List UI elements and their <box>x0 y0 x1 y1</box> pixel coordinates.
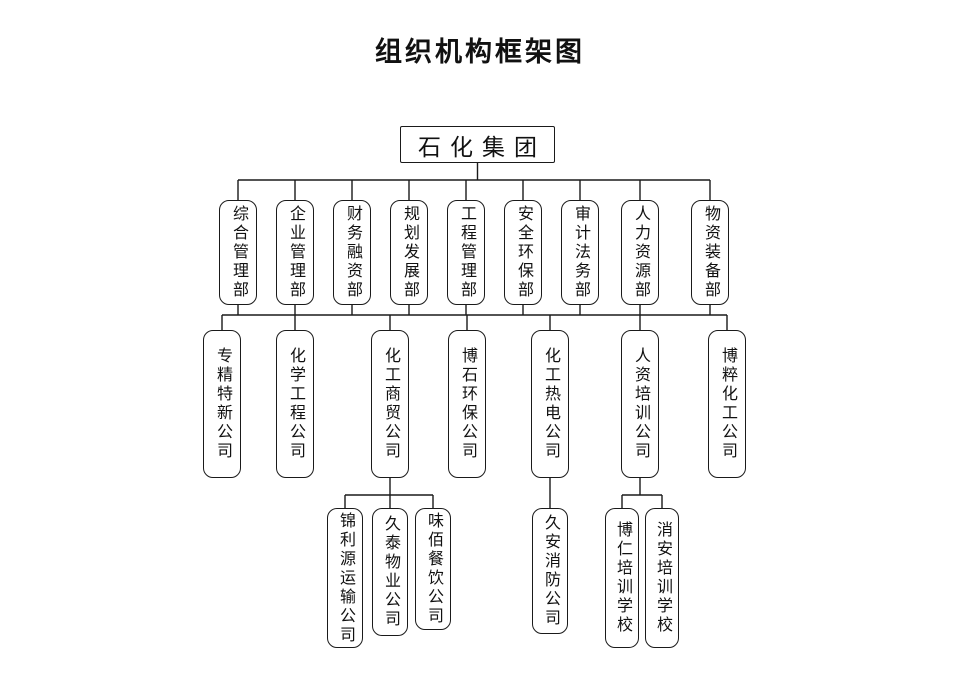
subsidiary-node-3: 味佰餐饮公司 <box>415 508 451 630</box>
subsidiary-node-2: 久泰物业公司 <box>372 508 408 636</box>
department-node-1: 综合管理部 <box>219 200 257 305</box>
company-node-6: 人资培训公司 <box>621 330 659 478</box>
department-node-6: 安全环保部 <box>504 200 542 305</box>
company-node-7: 博粹化工公司 <box>708 330 746 478</box>
company-node-4: 博石环保公司 <box>448 330 486 478</box>
page-title: 组织机构框架图 <box>375 37 585 67</box>
connector-training-company-to-schools <box>621 478 663 508</box>
subsidiary-node-5: 博仁培训学校 <box>605 508 639 648</box>
company-node-3: 化工商贸公司 <box>371 330 409 478</box>
department-node-3: 财务融资部 <box>333 200 371 305</box>
company-node-2: 化学工程公司 <box>276 330 314 478</box>
department-node-5: 工程管理部 <box>447 200 485 305</box>
company-node-1: 专精特新公司 <box>203 330 241 478</box>
department-node-4: 规划发展部 <box>390 200 428 305</box>
department-node-7: 审计法务部 <box>561 200 599 305</box>
subsidiary-node-4: 久安消防公司 <box>532 508 568 634</box>
connector-root-to-departments <box>237 163 711 200</box>
department-node-9: 物资装备部 <box>691 200 729 305</box>
subsidiary-node-6: 消安培训学校 <box>645 508 679 648</box>
connector-departments-to-bus <box>237 305 711 315</box>
root-node: 石化集团 <box>400 126 555 163</box>
department-node-2: 企业管理部 <box>276 200 314 305</box>
company-node-5: 化工热电公司 <box>531 330 569 478</box>
connector-trade-company-to-subsidiaries <box>344 478 434 508</box>
subsidiary-node-1: 锦利源运输公司 <box>327 508 363 648</box>
connector-bus-to-companies <box>221 314 728 330</box>
department-node-8: 人力资源部 <box>621 200 659 305</box>
